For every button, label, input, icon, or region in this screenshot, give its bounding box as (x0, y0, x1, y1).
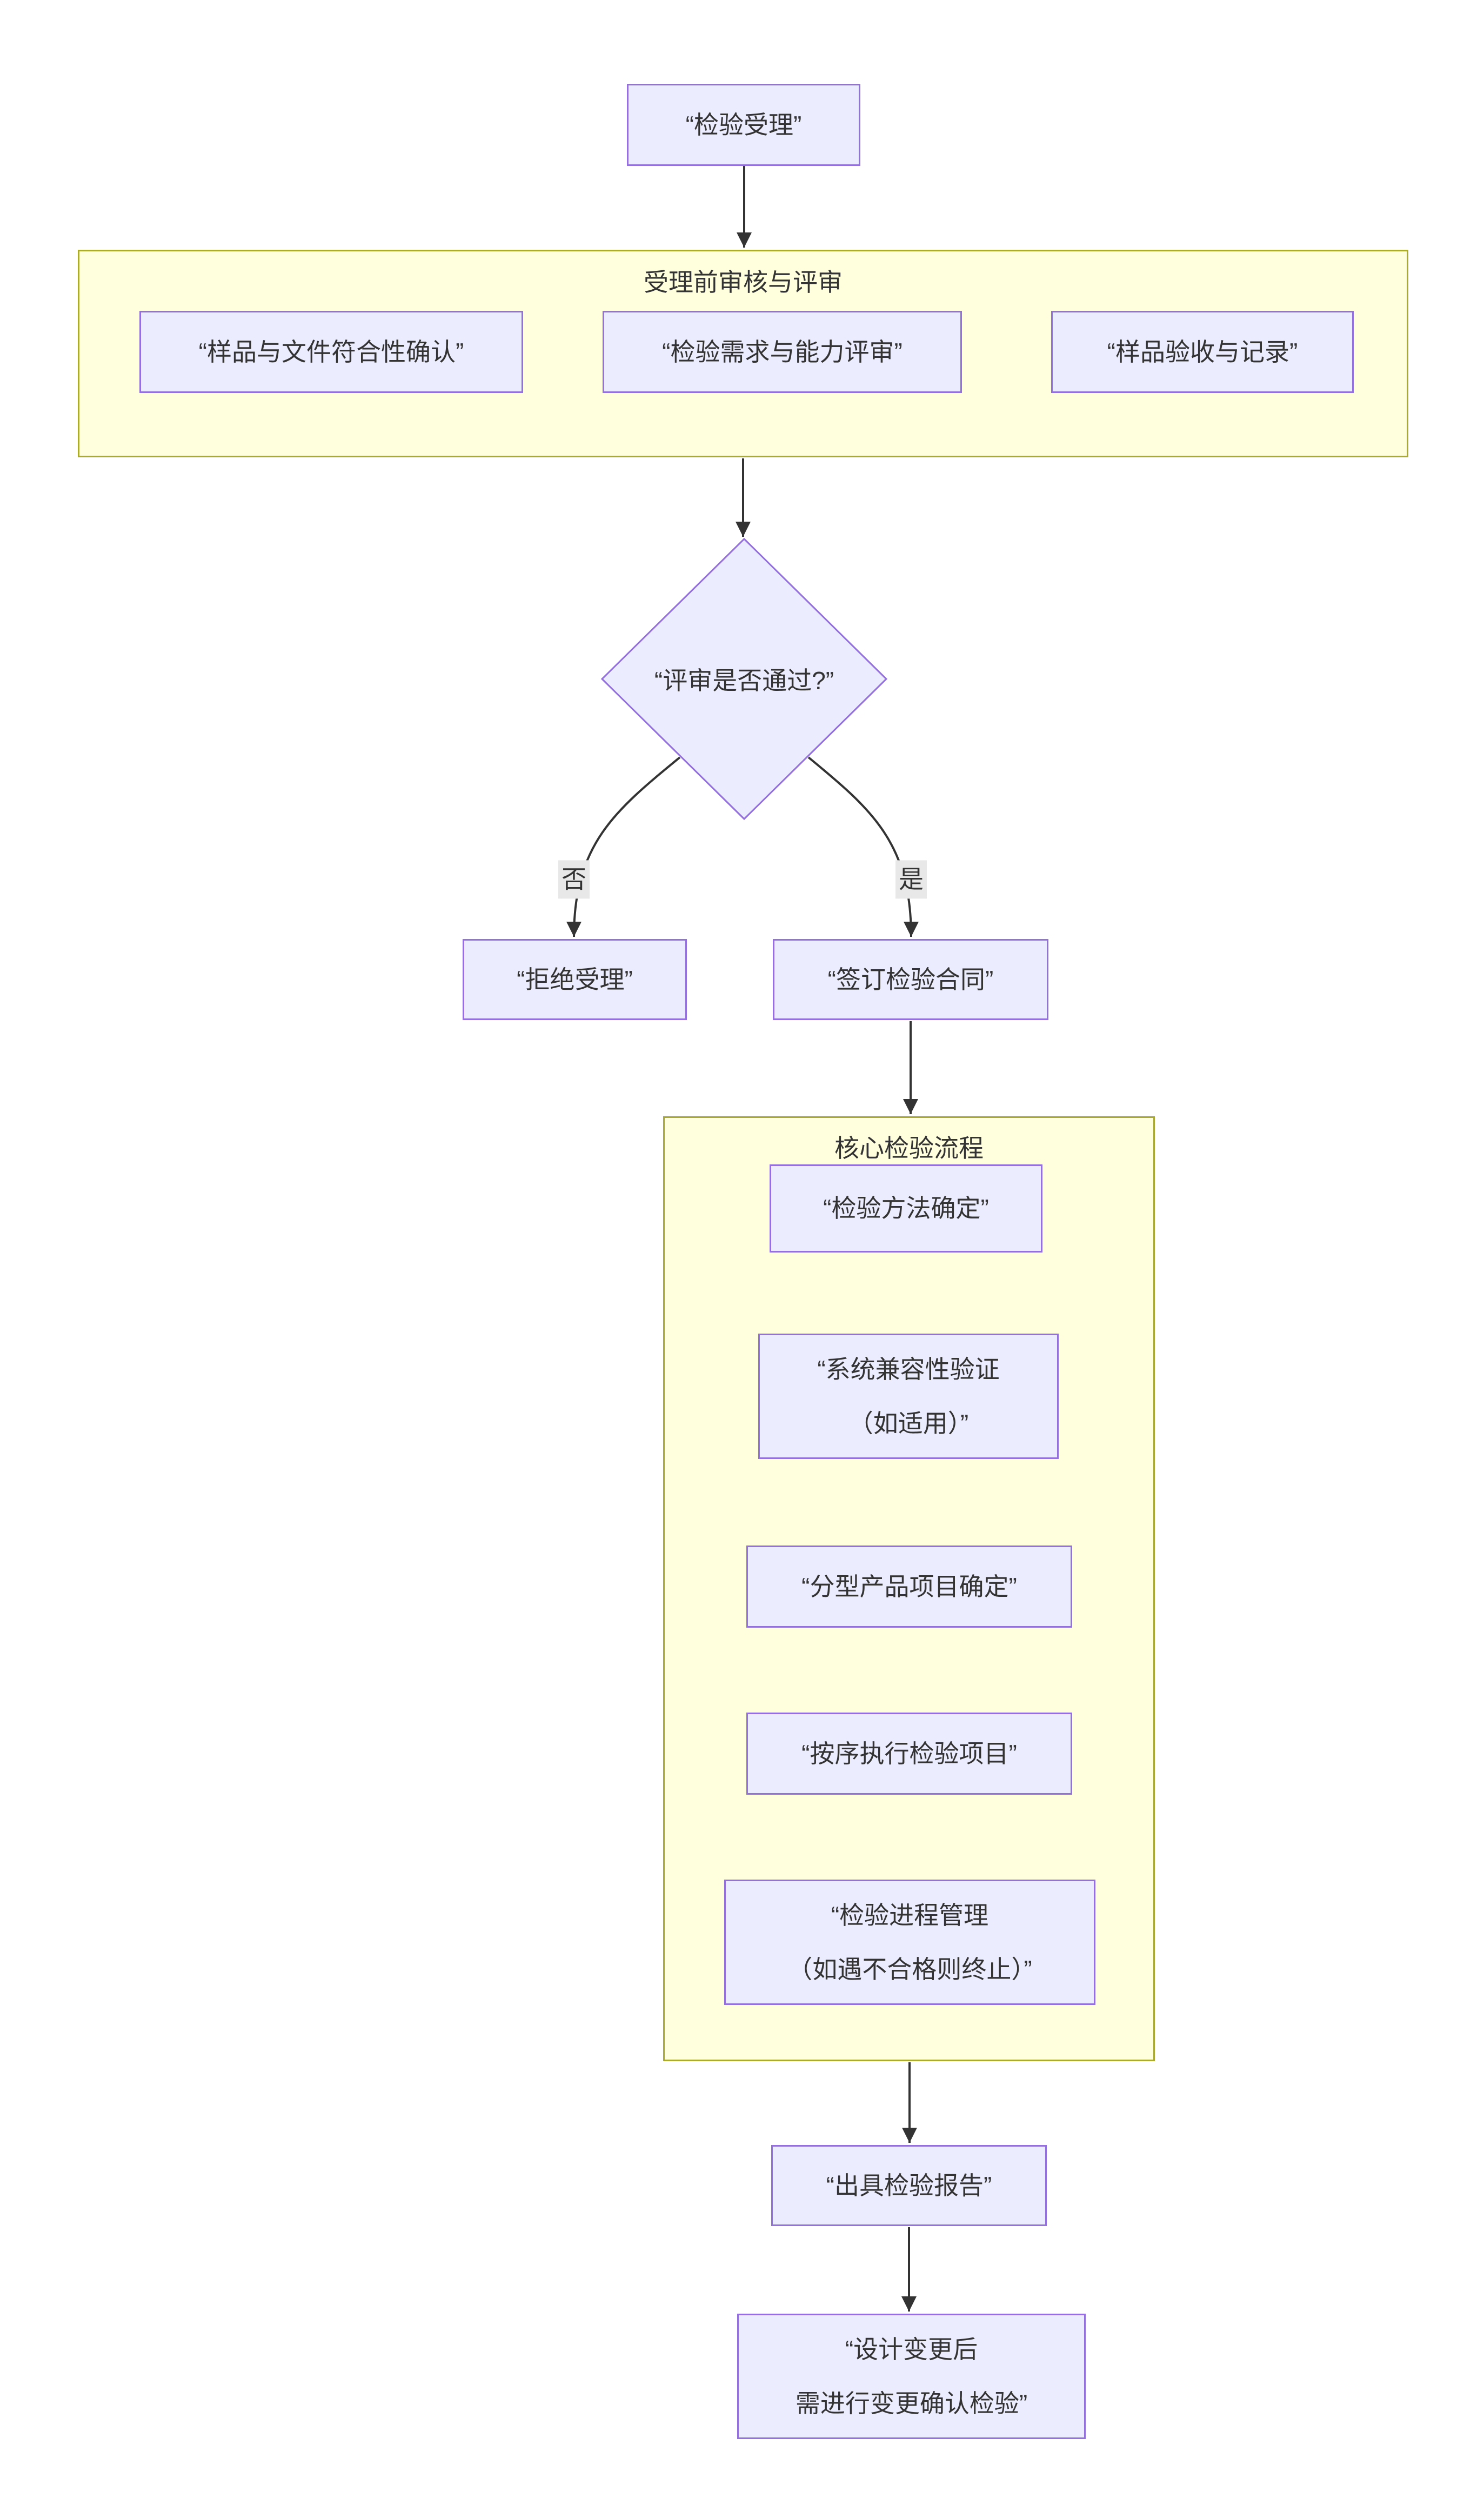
node-label: “拒绝受理” (517, 965, 633, 994)
edge-decision-to-reject (566, 756, 681, 937)
node-label-line2: 需进行变更确认检验” (795, 2389, 1028, 2417)
edge-decision-to-contract (807, 756, 919, 937)
node-label-line1: “检验进程管理 (831, 1901, 989, 1929)
edge-label-no: 否 (558, 860, 590, 899)
node-label: “评审是否通过?” (654, 667, 834, 695)
node-sample-receipt-record: “样品验收与记录” (1051, 311, 1354, 393)
node-label: “检验受理” (685, 110, 802, 139)
node-label: “样品验收与记录” (1107, 337, 1298, 366)
node-execute-items-in-order: “按序执行检验项目” (746, 1713, 1072, 1795)
subgraph-core-inspection-process-title: 核心检验流程 (834, 1134, 984, 1162)
node-label: “检验需求与能力评审” (662, 337, 903, 366)
node-label: “检验方法确定” (823, 1194, 989, 1223)
subgraph-pre-acceptance-review-title: 受理前审核与评审 (644, 268, 843, 296)
node-label-line2: （如遇不合格则终止）” (787, 1955, 1032, 1983)
node-sign-inspection-contract: “签订检验合同” (773, 939, 1048, 1020)
node-label-line1: “系统兼容性验证 (817, 1355, 1000, 1383)
node-need-ability-review: “检验需求与能力评审” (603, 311, 962, 393)
node-design-change-confirmation: “设计变更后 需进行变更确认检验” (737, 2314, 1086, 2439)
node-decision-review-passed: “评审是否通过?” (598, 625, 890, 733)
node-inspection-progress-management: “检验进程管理 （如遇不合格则终止）” (724, 1880, 1095, 2005)
decision-diamond-shape (600, 537, 888, 821)
node-issue-inspection-report: “出具检验报告” (771, 2145, 1047, 2226)
node-label: “按序执行检验项目” (801, 1739, 1017, 1768)
node-label: “分型产品项目确定” (801, 1572, 1017, 1601)
node-label-line1: “设计变更后 (845, 2335, 978, 2363)
node-label: “出具检验报告” (826, 2171, 992, 2200)
edge-label-yes: 是 (895, 860, 927, 899)
node-label: “签订检验合同” (827, 965, 994, 994)
node-system-compatibility: “系统兼容性验证 （如适用）” (758, 1334, 1059, 1459)
node-inspection-method: “检验方法确定” (770, 1164, 1042, 1253)
node-reject-acceptance: “拒绝受理” (463, 939, 687, 1020)
node-inspection-acceptance: “检验受理” (627, 84, 860, 166)
node-sample-document-conformity: “样品与文件符合性确认” (139, 311, 523, 393)
node-typed-product-items: “分型产品项目确定” (746, 1546, 1072, 1628)
node-label-line2: （如适用）” (848, 1409, 969, 1437)
node-label: “样品与文件符合性确认” (198, 337, 464, 366)
